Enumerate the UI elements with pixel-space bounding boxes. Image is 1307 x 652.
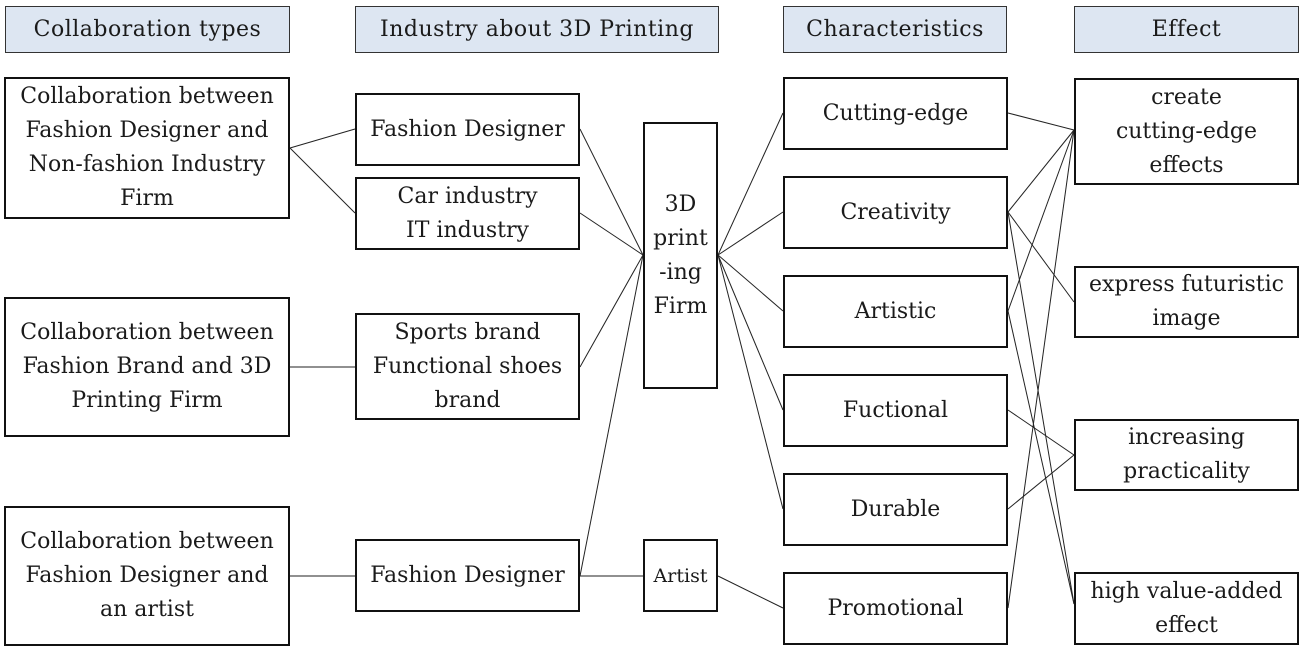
characteristic-promotional: Promotional <box>783 572 1008 645</box>
link-durable-effect3 <box>1007 454 1075 510</box>
characteristic-label: Fuctional <box>842 397 949 423</box>
industry-label: Car industry IT industry <box>397 183 538 243</box>
industry-car-it: Car industry IT industry <box>355 177 580 250</box>
characteristic-label: Promotional <box>827 595 964 621</box>
header-industry: Industry about 3D Printing <box>355 6 719 53</box>
collab-type-label: Collaboration between Fashion Brand and … <box>20 320 274 413</box>
link-industry4-firm <box>579 254 644 577</box>
characteristic-functional: Fuctional <box>783 374 1008 447</box>
link-collab1-industry2 <box>289 147 356 214</box>
industry-fashion-designer-artist: Fashion Designer <box>355 539 580 612</box>
collab-type-artist: Collaboration between Fashion Designer a… <box>4 506 290 646</box>
industry-label: Fashion Designer <box>370 562 565 588</box>
link-firm-artistic <box>717 254 784 312</box>
collab-type-nonfashion: Collaboration between Fashion Designer a… <box>4 77 290 219</box>
header-characteristics: Characteristics <box>783 6 1007 53</box>
link-industry3-firm <box>579 254 644 368</box>
link-artistic-effect1 <box>1007 129 1075 312</box>
characteristic-label: Artistic <box>854 298 937 324</box>
link-creativity-effect1 <box>1007 129 1075 213</box>
effect-label: express futuristic image <box>1089 272 1284 331</box>
effect-label: increasing practicality <box>1123 425 1250 484</box>
collab-type-3d-printing: Collaboration between Fashion Brand and … <box>4 297 290 437</box>
characteristic-artistic: Artistic <box>783 275 1008 348</box>
link-collab1-industry1 <box>289 128 356 149</box>
characteristic-cutting-edge: Cutting-edge <box>783 77 1008 150</box>
characteristic-label: Durable <box>850 496 941 522</box>
industry-label: Fashion Designer <box>370 116 565 142</box>
characteristic-durable: Durable <box>783 473 1008 546</box>
printing-firm-label: 3D print -ing Firm <box>653 191 708 319</box>
link-creativity-effect2 <box>1007 211 1075 303</box>
link-firm-functional <box>717 254 784 411</box>
collab-type-label: Collaboration between Fashion Designer a… <box>20 529 274 622</box>
collab-type-label: Collaboration between Fashion Designer a… <box>20 84 274 211</box>
printing-firm-box: 3D print -ing Firm <box>643 122 718 389</box>
link-firm-creativity <box>717 211 784 256</box>
industry-label: Sports brand Functional shoes brand <box>372 319 563 413</box>
link-creativity-effect4 <box>1007 211 1075 605</box>
artist-label: Artist <box>653 564 708 587</box>
industry-fashion-designer: Fashion Designer <box>355 93 580 166</box>
effect-cutting-edge: create cutting-edge effects <box>1074 78 1299 185</box>
characteristic-label: Creativity <box>840 199 951 225</box>
artist-box: Artist <box>643 539 718 612</box>
effect-practicality: increasing practicality <box>1074 419 1299 491</box>
link-cutting-edge-effect1 <box>1007 112 1075 131</box>
characteristic-label: Cutting-edge <box>822 100 969 126</box>
link-industry1-firm <box>579 128 644 256</box>
header-collaboration-types: Collaboration types <box>5 6 290 53</box>
link-industry2-firm <box>579 212 644 256</box>
link-firm-cutting-edge <box>717 112 784 256</box>
effect-label: high value-added effect <box>1090 578 1283 638</box>
effect-high-value-added: high value-added effect <box>1074 572 1299 645</box>
effect-label: create cutting-edge effects <box>1115 84 1258 178</box>
link-functional-effect3 <box>1007 409 1075 456</box>
link-artist-promotional <box>717 575 784 609</box>
link-artistic-effect4 <box>1007 310 1075 605</box>
header-effect: Effect <box>1074 6 1299 53</box>
link-firm-durable <box>717 254 784 510</box>
industry-sports-brand: Sports brand Functional shoes brand <box>355 313 580 420</box>
characteristic-creativity: Creativity <box>783 176 1008 249</box>
effect-futuristic-image: express futuristic image <box>1074 266 1299 338</box>
link-promotional-effect1 <box>1007 129 1075 609</box>
